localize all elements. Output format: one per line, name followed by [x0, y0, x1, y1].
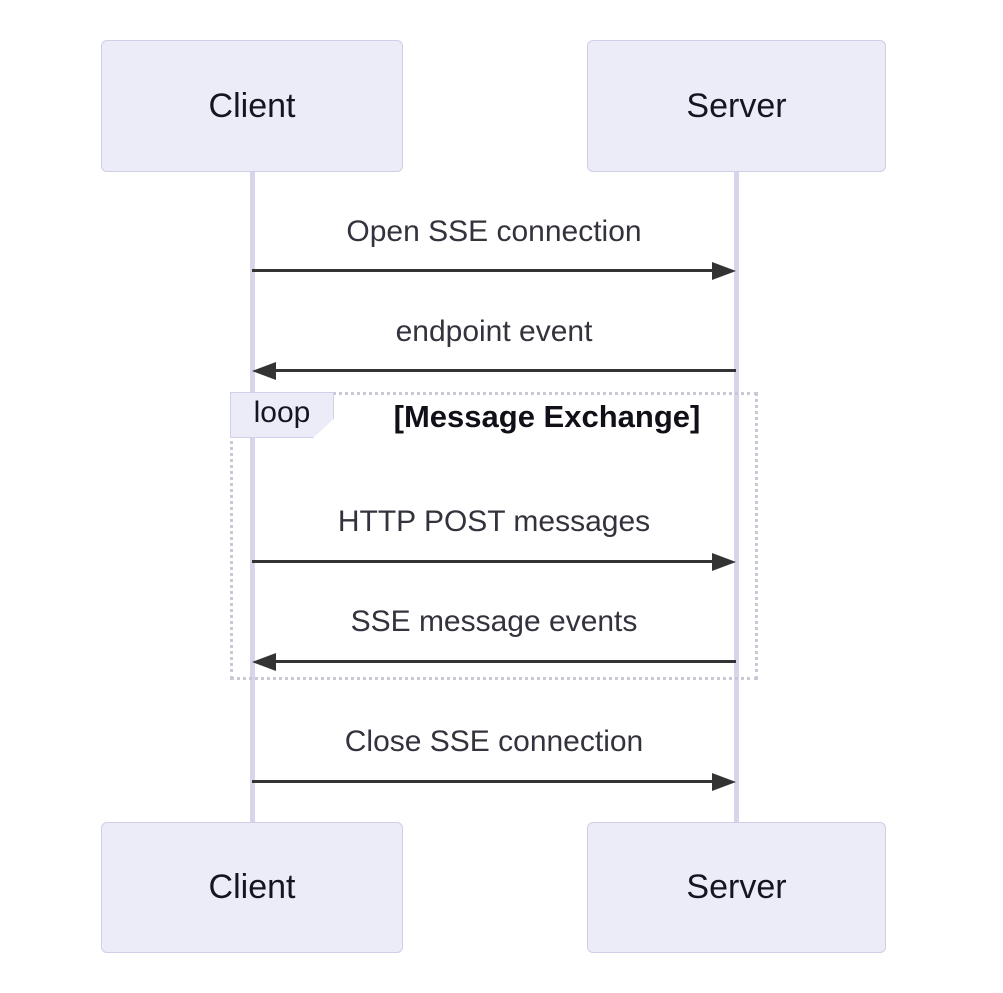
loop-condition-label: [Message Exchange]	[393, 399, 701, 434]
message-5-arrow-line	[252, 780, 718, 783]
actor-client-bottom: Client	[101, 822, 403, 953]
loop-keyword-label: loop	[230, 392, 334, 438]
message-2-arrow	[252, 361, 736, 380]
message-5-label: Close SSE connection	[344, 725, 644, 758]
actor-client-bottom-label: Client	[208, 868, 296, 906]
message-2-label: endpoint event	[395, 315, 593, 348]
message-4-arrow-line	[270, 660, 736, 663]
message-2-arrow-line	[270, 369, 736, 372]
server-lifeline	[734, 172, 739, 822]
actor-server-top: Server	[587, 40, 886, 172]
message-1-arrow	[252, 261, 736, 280]
actor-server-top-label: Server	[686, 86, 787, 125]
actor-server-bottom: Server	[587, 822, 886, 953]
message-5-arrow	[252, 772, 736, 791]
actor-client-top-label: Client	[208, 86, 296, 125]
message-3-arrow-line	[252, 560, 718, 563]
message-3-arrow	[252, 552, 736, 571]
message-4-label: SSE message events	[350, 605, 638, 638]
message-1-label: Open SSE connection	[346, 215, 642, 248]
actor-server-bottom-label: Server	[686, 868, 787, 906]
message-4-arrow	[252, 652, 736, 671]
message-3-arrowhead-right-icon	[712, 553, 736, 571]
message-3-label: HTTP POST messages	[337, 505, 651, 538]
loop-keyword-text: loop	[253, 396, 311, 429]
loop-frame	[230, 392, 758, 680]
message-2-arrowhead-left-icon	[252, 362, 276, 380]
message-5-arrowhead-right-icon	[712, 773, 736, 791]
message-1-arrowhead-right-icon	[712, 262, 736, 280]
actor-client-top: Client	[101, 40, 403, 172]
message-1-arrow-line	[252, 269, 718, 272]
client-lifeline	[250, 172, 255, 822]
message-4-arrowhead-left-icon	[252, 653, 276, 671]
